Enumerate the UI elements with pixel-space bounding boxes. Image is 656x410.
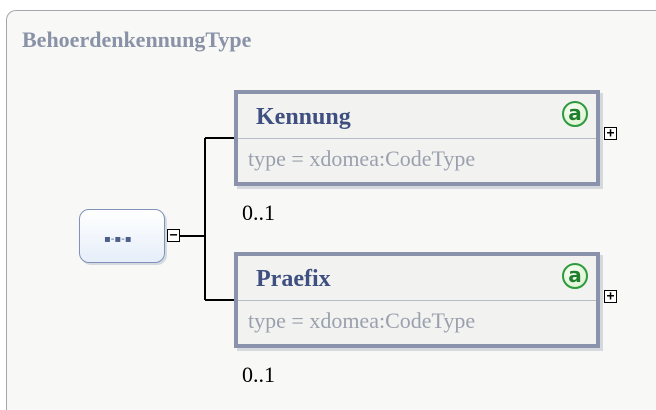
cardinality-kennung: 0..1 — [242, 200, 275, 225]
attribute-icon: a — [562, 101, 588, 127]
element-divider — [238, 300, 596, 301]
element-praefix[interactable]: Praefix a type = xdomea:CodeType — [234, 252, 600, 348]
element-type: type = xdomea:CodeType — [248, 308, 475, 334]
type-label: type — [248, 308, 286, 333]
element-name: Kennung — [256, 104, 351, 130]
sequence-compositor[interactable]: ▪-▪-▪ — [79, 209, 165, 263]
expand-toggle-praefix[interactable]: + — [604, 290, 617, 303]
sequence-icon: ▪-▪-▪ — [104, 234, 132, 245]
type-value: xdomea:CodeType — [309, 146, 476, 171]
complex-type-name: BehoerdenkennungType — [22, 27, 252, 52]
type-label: type — [248, 146, 286, 171]
element-kennung[interactable]: Kennung a type = xdomea:CodeType — [234, 90, 600, 186]
type-equals: = — [291, 308, 304, 333]
element-type: type = xdomea:CodeType — [248, 146, 475, 172]
attribute-icon: a — [562, 263, 588, 289]
type-equals: = — [291, 146, 304, 171]
collapse-toggle[interactable]: − — [167, 229, 180, 242]
element-name: Praefix — [256, 266, 331, 292]
element-divider — [238, 138, 596, 139]
cardinality-praefix: 0..1 — [242, 362, 275, 387]
expand-toggle-kennung[interactable]: + — [604, 127, 617, 140]
type-value: xdomea:CodeType — [309, 308, 476, 333]
